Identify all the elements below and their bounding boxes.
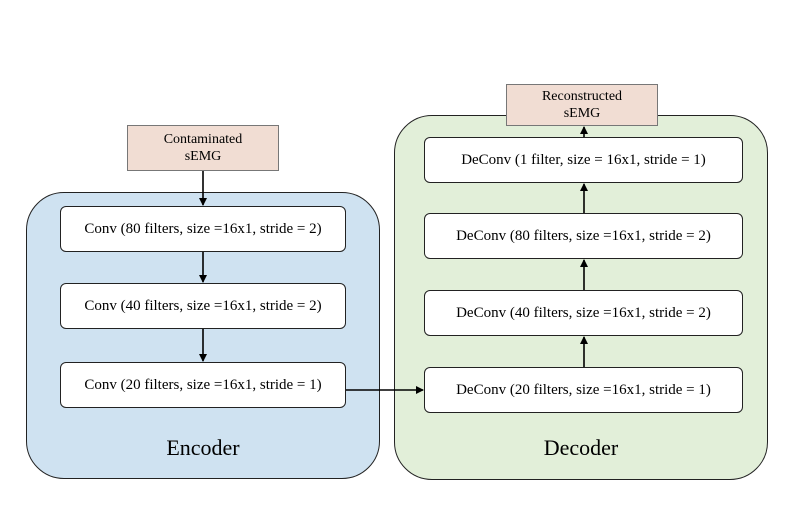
input-line-2: sEMG (184, 149, 222, 164)
decoder-layer-4: DeConv (1 filter, size = 16x1, stride = … (424, 137, 743, 183)
encoder-layer-3: Conv (20 filters, size =16x1, stride = 1… (60, 362, 346, 408)
encoder-layer-1: Conv (80 filters, size =16x1, stride = 2… (60, 206, 346, 252)
encoder-layer-2: Conv (40 filters, size =16x1, stride = 2… (60, 283, 346, 329)
output-line-1: Reconstructed (541, 89, 623, 104)
decoder-label: Decoder (543, 435, 619, 460)
encoder-label: Encoder (166, 435, 240, 460)
input-line-1: Contaminated (163, 132, 243, 147)
decoder-layer-3: DeConv (80 filters, size =16x1, stride =… (424, 213, 743, 259)
decoder-layer-1: DeConv (20 filters, size =16x1, stride =… (424, 367, 743, 413)
output-reconstructed-semg: Reconstructed sEMG (506, 84, 658, 126)
decoder-layer-2: DeConv (40 filters, size =16x1, stride =… (424, 290, 743, 336)
output-line-2: sEMG (563, 106, 601, 121)
input-contaminated-semg: Contaminated sEMG (127, 125, 279, 171)
